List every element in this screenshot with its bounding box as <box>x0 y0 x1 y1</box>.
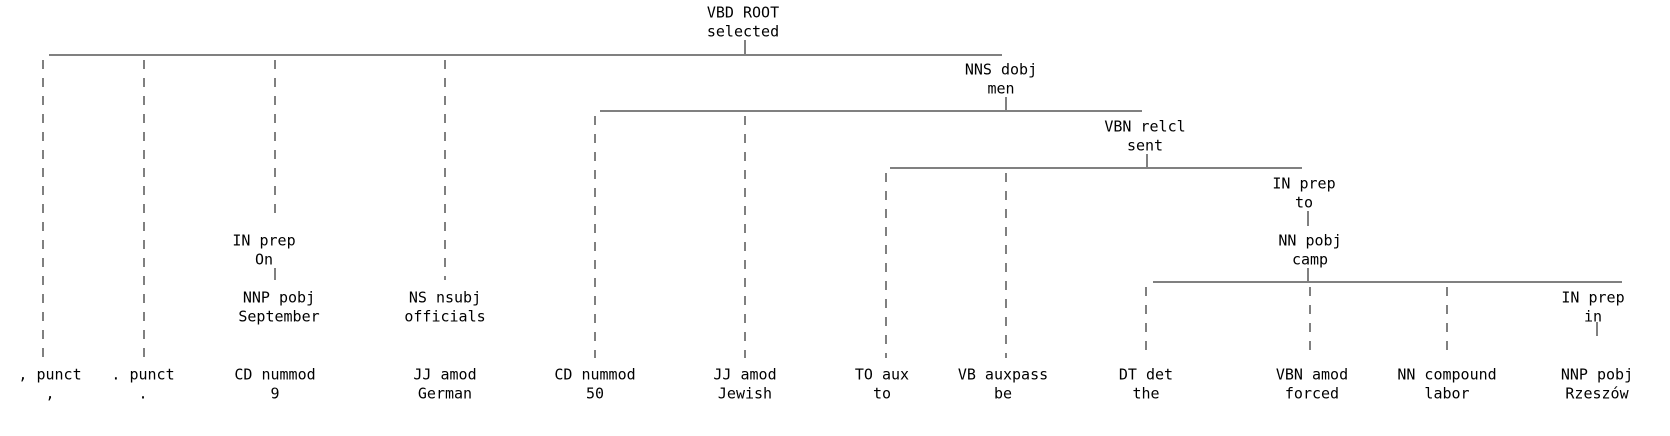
node-tag: NNS dobj <box>965 61 1037 79</box>
tree-node-punct-period: . punct. <box>111 366 174 403</box>
node-tag: , punct <box>18 366 81 384</box>
node-tag: VBD ROOT <box>707 4 779 22</box>
node-tag: NN pobj <box>1278 232 1341 250</box>
node-word: to <box>1295 194 1313 212</box>
node-tag: NS nsubj <box>409 289 481 307</box>
node-tag: NN compound <box>1397 366 1496 384</box>
tree-edges <box>42 40 1622 358</box>
node-tag: IN prep <box>1272 175 1335 193</box>
node-tag: TO aux <box>855 366 909 384</box>
node-word: Jewish <box>718 385 772 403</box>
node-word: sent <box>1127 137 1163 155</box>
node-tag: IN prep <box>1561 289 1624 307</box>
node-tag: VBN relcl <box>1104 118 1185 136</box>
tree-node-punct-comma: , punct, <box>18 366 81 403</box>
node-word: 50 <box>586 385 604 403</box>
node-word: German <box>418 385 472 403</box>
node-word: Rzeszów <box>1565 385 1629 403</box>
node-word: to <box>873 385 891 403</box>
node-tag: JJ amod <box>713 366 776 384</box>
node-word: men <box>987 80 1014 98</box>
node-word: selected <box>707 23 779 41</box>
node-word: On <box>255 251 273 269</box>
node-tag: VBN amod <box>1276 366 1348 384</box>
node-tag: NNP pobj <box>243 289 315 307</box>
node-word: officials <box>404 308 485 326</box>
node-tag: NNP pobj <box>1561 366 1633 384</box>
node-word: 9 <box>270 385 279 403</box>
node-tag: . punct <box>111 366 174 384</box>
node-word: the <box>1132 385 1159 403</box>
node-tag: CD nummod <box>234 366 315 384</box>
node-word: labor <box>1424 385 1469 403</box>
node-word: , <box>45 385 54 403</box>
node-tag: IN prep <box>232 232 295 250</box>
node-word: camp <box>1292 251 1328 269</box>
node-word: September <box>238 308 319 326</box>
node-tag: CD nummod <box>554 366 635 384</box>
node-word: be <box>994 385 1012 403</box>
node-word: in <box>1584 308 1602 326</box>
node-tag: JJ amod <box>413 366 476 384</box>
node-tag: DT det <box>1119 366 1173 384</box>
node-word: . <box>138 385 147 403</box>
node-tag: VB auxpass <box>958 366 1048 384</box>
node-word: forced <box>1285 385 1339 403</box>
